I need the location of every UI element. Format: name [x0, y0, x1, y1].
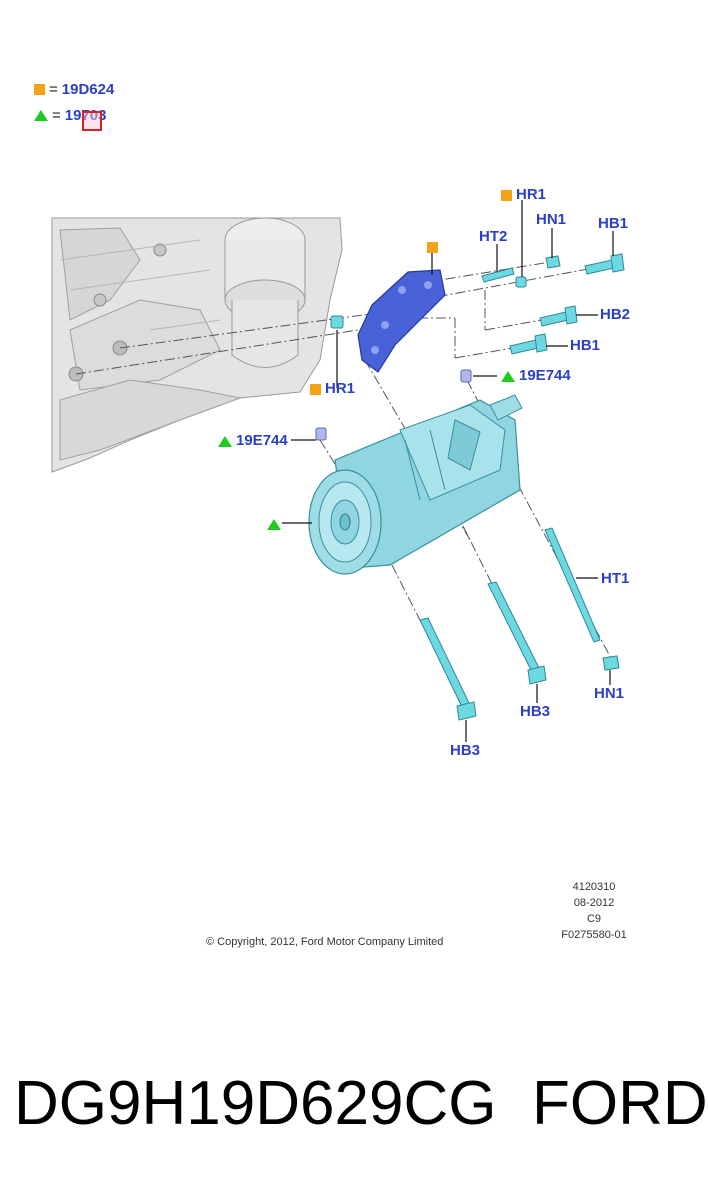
- callout-text: HR1: [325, 380, 356, 397]
- ac-compressor: [308, 394, 523, 575]
- drawing-date: 08-2012: [573, 897, 615, 909]
- callout-ht1[interactable]: HT1: [601, 570, 630, 587]
- callout-hb2[interactable]: HB2: [600, 306, 631, 323]
- callout-hn1-top[interactable]: HN1: [536, 211, 567, 228]
- fasteners: [315, 253, 625, 721]
- copyright-notice: © Copyright, 2012, Ford Motor Company Li…: [206, 936, 444, 948]
- callout-19e744-left[interactable]: 19E744: [218, 432, 288, 449]
- legend-equals: =: [52, 107, 61, 124]
- drawing-number: 4120310: [572, 881, 616, 893]
- exploded-view-illustration: [51, 200, 625, 742]
- green-triangle-icon: [218, 435, 232, 447]
- green-triangle-icon: [34, 110, 48, 121]
- legend-code-19d624[interactable]: 19D624: [61, 81, 115, 98]
- engine-block: [51, 217, 343, 473]
- orange-square-icon: [427, 241, 438, 253]
- legend-square-row: = 19D624: [34, 81, 114, 98]
- part-number: DG9H19D629CG: [14, 1069, 497, 1138]
- callout-text: HR1: [516, 186, 547, 203]
- callout-19e744-right[interactable]: 19E744: [501, 367, 571, 384]
- callout-hr1-top[interactable]: HR1: [501, 186, 546, 203]
- mounting-bracket: [357, 269, 446, 373]
- orange-square-icon: [34, 84, 45, 95]
- callout-compressor-triangle: [267, 515, 285, 532]
- legend-equals: =: [49, 81, 58, 98]
- orange-square-icon: [310, 383, 321, 395]
- selection-highlight-box: [82, 111, 102, 131]
- callout-text: 19E744: [519, 367, 571, 384]
- green-triangle-icon: [267, 518, 281, 530]
- callout-bracket-square: [427, 238, 442, 255]
- drawing-metadata: 4120310 08-2012 C9 F0275580-01: [552, 879, 636, 943]
- callout-ht2[interactable]: HT2: [479, 228, 508, 245]
- leader-lines: [282, 200, 614, 742]
- drawing-revision: C9: [586, 913, 602, 925]
- drawing-reference: F0275580-01: [561, 929, 627, 941]
- orange-square-icon: [501, 189, 512, 201]
- callout-hn1-bottom[interactable]: HN1: [594, 685, 625, 702]
- callout-text: 19E744: [236, 432, 288, 449]
- callout-hb1-top[interactable]: HB1: [598, 215, 629, 232]
- callout-hb1-mid[interactable]: HB1: [570, 337, 601, 354]
- green-triangle-icon: [501, 370, 515, 382]
- callout-hr1-left[interactable]: HR1: [310, 380, 355, 397]
- footer-banner: DG9H19D629CG FORD: [0, 1068, 708, 1158]
- brand-name: FORD: [532, 1069, 708, 1138]
- callout-hb3-mid[interactable]: HB3: [520, 703, 551, 720]
- callout-hb3-bottom[interactable]: HB3: [450, 742, 481, 759]
